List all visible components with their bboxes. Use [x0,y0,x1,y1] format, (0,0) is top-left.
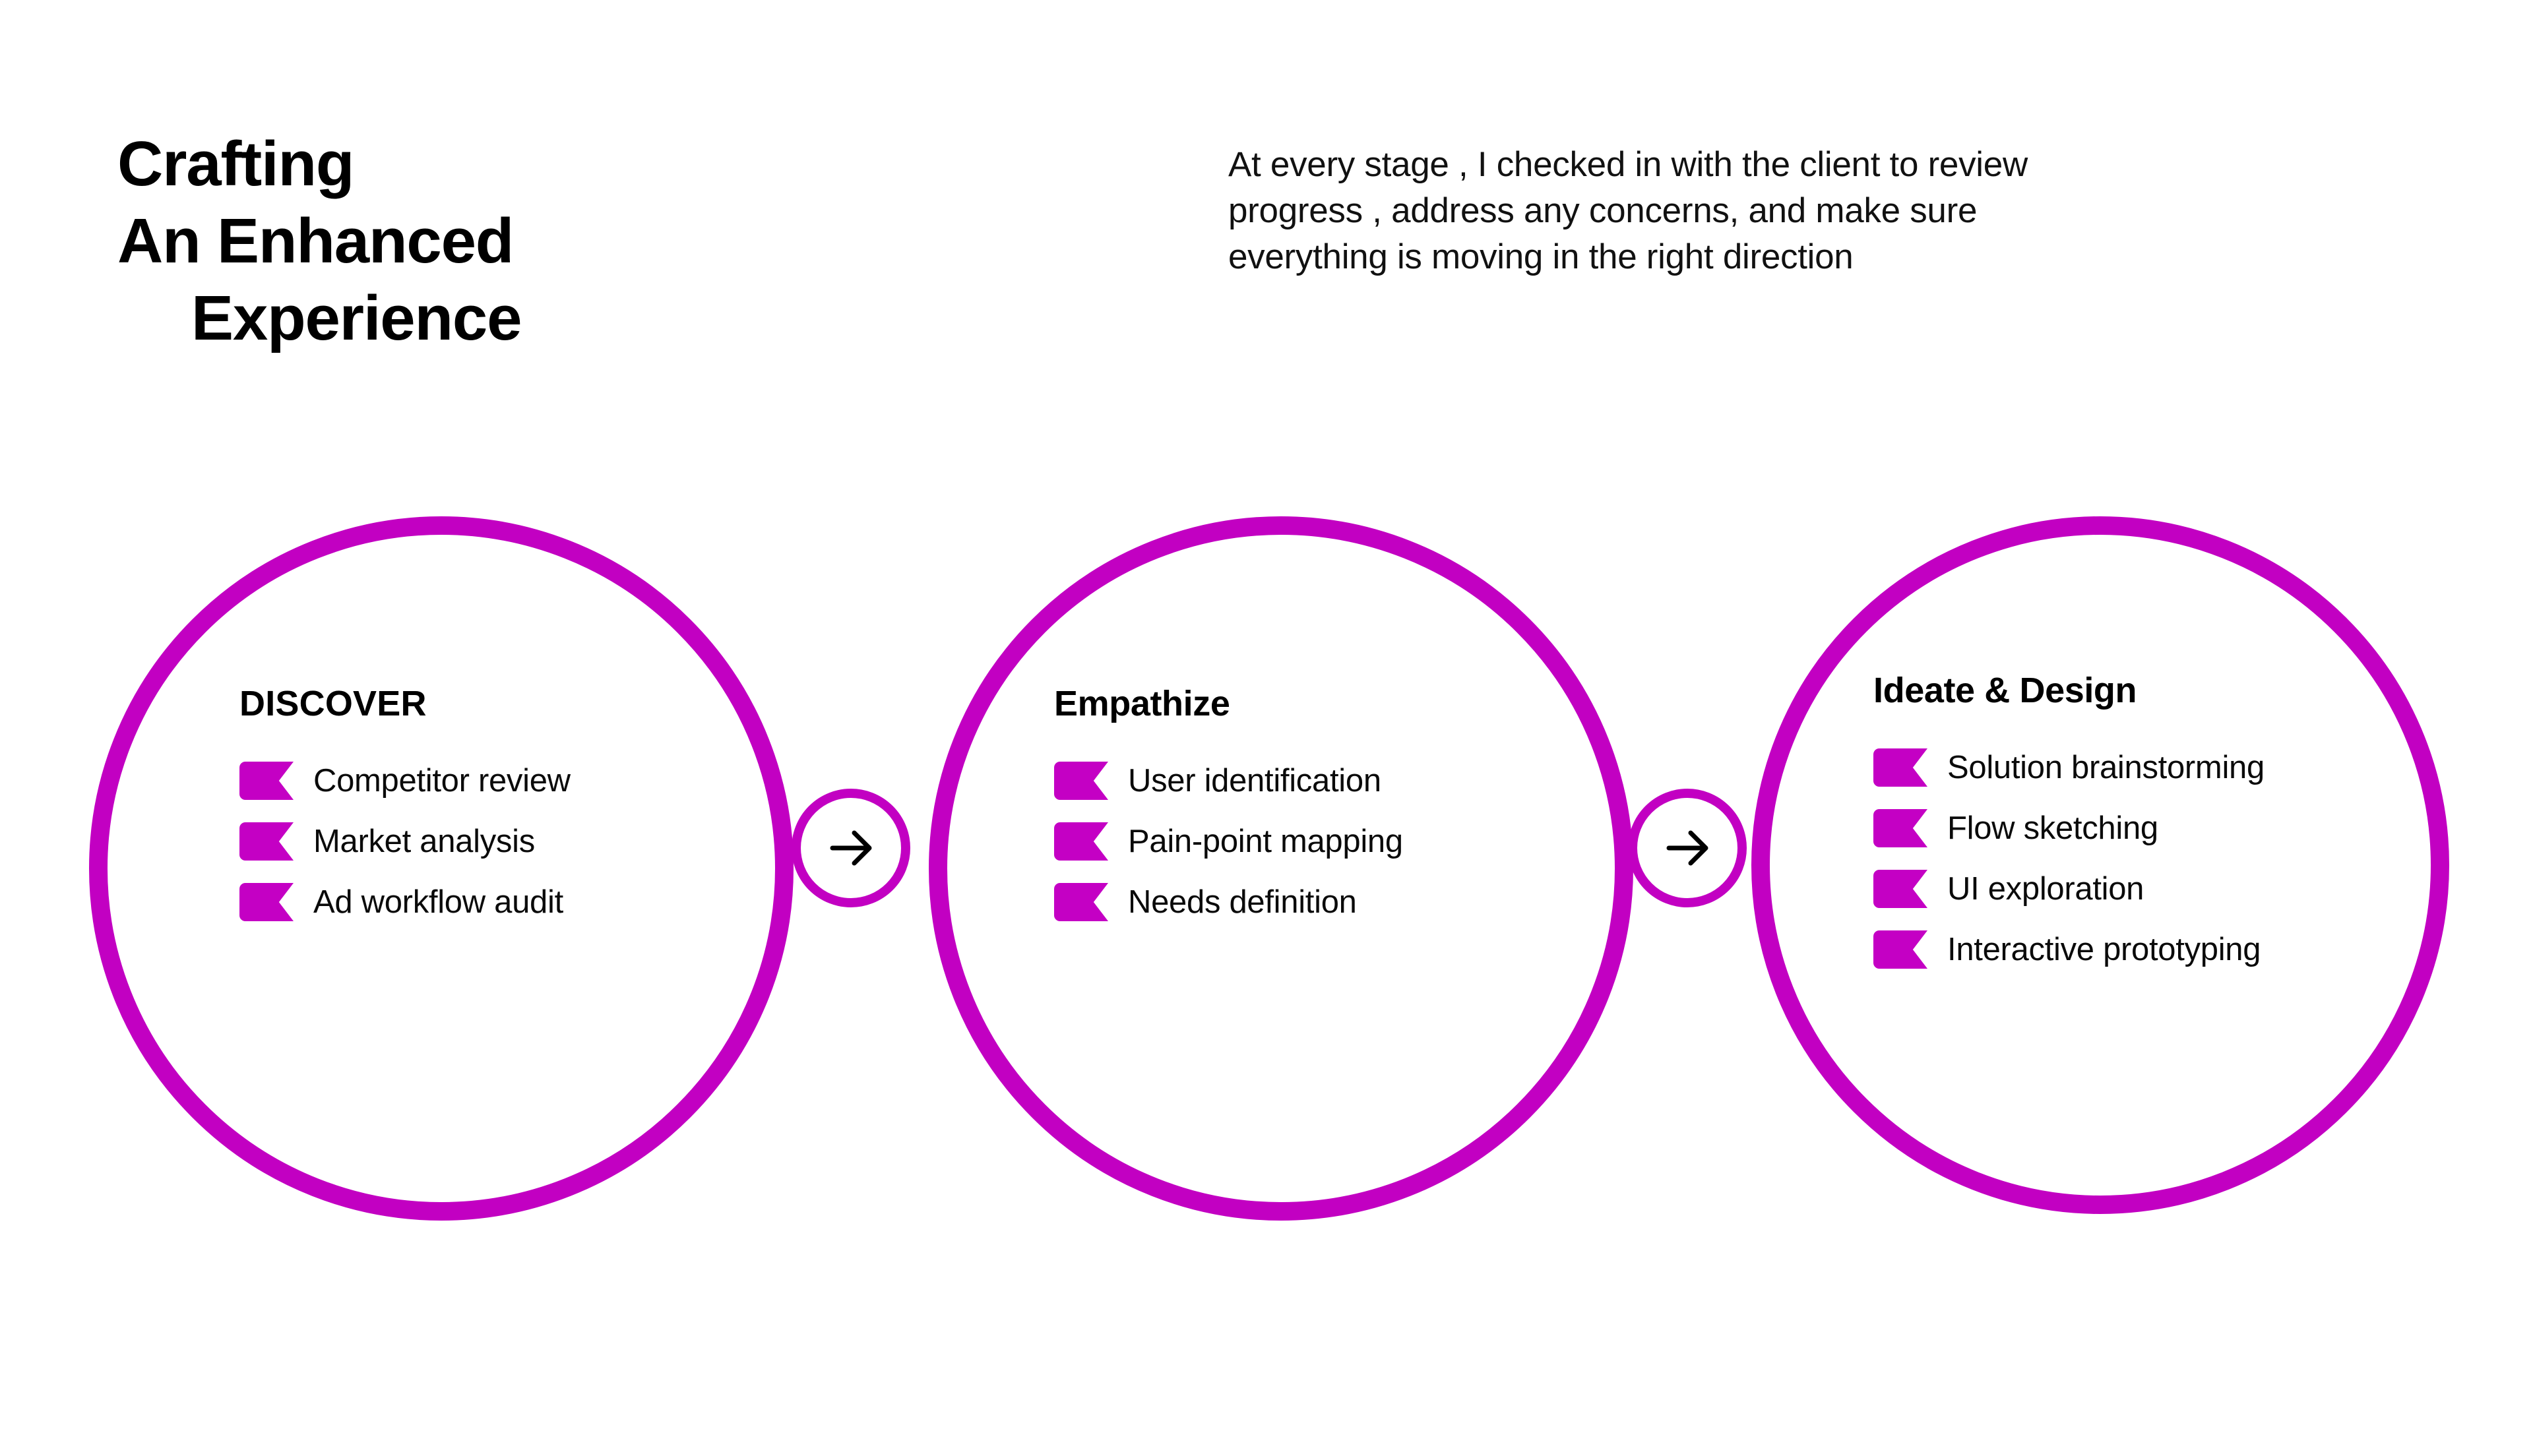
list-item-label: Ad workflow audit [313,884,563,920]
list-item: Ad workflow audit [239,872,741,932]
intro-line-2: progress , address any concerns, and mak… [1228,191,1978,230]
intro-line-1: At every stage , I checked in with the c… [1228,145,2028,184]
list-item: Solution brainstorming [1873,737,2441,798]
intro-paragraph: At every stage , I checked in with the c… [1228,142,2409,280]
list-item: User identification [1054,750,1582,811]
stage-heading-ideate-design: Ideate & Design [1873,671,2137,710]
stage-list-ideate-design: Solution brainstorming Flow sketching UI… [1873,737,2441,980]
page-title: Crafting An Enhanced Experience [117,125,909,357]
arrow-right-icon [830,830,872,866]
list-item: Competitor review [239,750,741,811]
page-title-line-3: Experience [191,283,522,354]
list-item-label: Market analysis [313,823,535,859]
stage-heading-discover: DISCOVER [239,684,427,723]
flag-bullet-icon [1873,870,1927,908]
flag-bullet-icon [1873,748,1927,787]
list-item-label: Pain-point mapping [1128,823,1403,859]
list-item: Interactive prototyping [1873,919,2441,980]
connector-arrow-1 [792,789,910,907]
list-item-label: Interactive prototyping [1947,931,2261,967]
list-item-label: User identification [1128,762,1381,799]
stage-list-discover: Competitor review Market analysis Ad wor… [239,750,741,932]
list-item: Pain-point mapping [1054,811,1582,872]
list-item-label: Solution brainstorming [1947,749,2265,785]
stage-heading-empathize: Empathize [1054,684,1230,723]
stage-content-discover: DISCOVER Competitor review Market analys… [239,686,741,932]
flag-bullet-icon [1873,809,1927,847]
stage-content-ideate-design: Ideate & Design Solution brainstorming F… [1873,673,2441,980]
flag-bullet-icon [239,762,294,800]
connector-arrow-2 [1628,789,1747,907]
flag-bullet-icon [1054,762,1108,800]
flag-bullet-icon [1873,930,1927,969]
list-item: UI exploration [1873,859,2441,919]
intro-line-3: everything is moving in the right direct… [1228,237,1854,276]
list-item-label: Needs definition [1128,884,1357,920]
flag-bullet-icon [1054,883,1108,921]
flag-bullet-icon [1054,822,1108,861]
arrow-right-icon [1666,830,1708,866]
list-item-label: Competitor review [313,762,571,799]
list-item-label: UI exploration [1947,870,2144,907]
list-item: Needs definition [1054,872,1582,932]
flag-bullet-icon [239,883,294,921]
flag-bullet-icon [239,822,294,861]
page-title-line-1: Crafting [117,129,355,199]
list-item: Market analysis [239,811,741,872]
stage-list-empathize: User identification Pain-point mapping N… [1054,750,1582,932]
page-title-line-2: An Enhanced [117,206,514,277]
list-item: Flow sketching [1873,798,2441,859]
stage-content-empathize: Empathize User identification Pain-point… [1054,686,1582,932]
list-item-label: Flow sketching [1947,810,2158,846]
